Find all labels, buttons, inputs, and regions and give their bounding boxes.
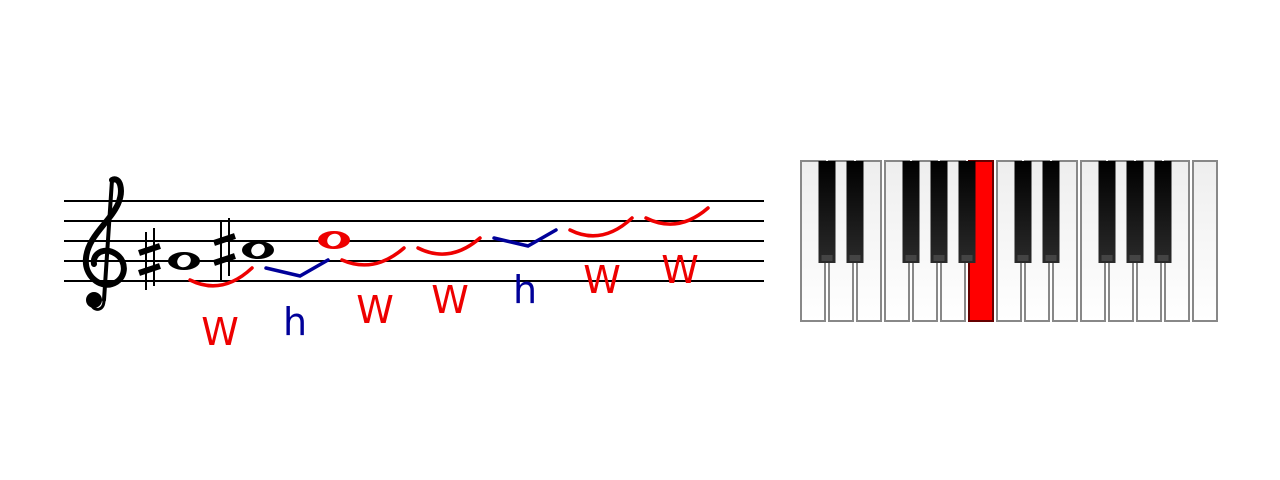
black-key-highlight (1045, 255, 1057, 261)
whole-step-arc (568, 216, 634, 238)
black-key (818, 161, 836, 263)
black-key (902, 161, 920, 263)
piano-keyboard (800, 160, 1218, 322)
black-key-highlight (1157, 255, 1169, 261)
interval-label: W (201, 310, 239, 354)
interval-label: W (431, 278, 469, 322)
black-key (930, 161, 948, 263)
black-key-highlight (1101, 255, 1113, 261)
black-key-highlight (821, 255, 833, 261)
half-step-marker (264, 258, 330, 278)
black-key-highlight (1129, 255, 1141, 261)
black-key (1014, 161, 1032, 263)
black-key-highlight (905, 255, 917, 261)
whole-note (242, 241, 274, 259)
interval-label: W (661, 248, 699, 292)
interval-label: W (583, 258, 621, 302)
black-key (958, 161, 976, 263)
sharp-icon (213, 218, 236, 280)
black-key-highlight (1017, 255, 1029, 261)
staff (64, 200, 764, 282)
black-key (1126, 161, 1144, 263)
half-step-marker (492, 228, 558, 248)
interval-label: h (283, 300, 307, 344)
treble-clef-icon (82, 176, 127, 311)
black-key-highlight (961, 255, 973, 261)
black-key (1154, 161, 1172, 263)
interval-arcs (188, 206, 710, 288)
white-key (1192, 160, 1218, 322)
whole-note (168, 252, 200, 270)
black-key (1098, 161, 1116, 263)
black-key (846, 161, 864, 263)
interval-labels: W h W W h W W (201, 248, 699, 354)
whole-note-highlighted (318, 231, 350, 249)
black-key-highlight (933, 255, 945, 261)
whole-step-arc (416, 236, 482, 256)
black-key-highlight (849, 255, 861, 261)
black-key (1042, 161, 1060, 263)
sharp-icon (138, 228, 161, 290)
whole-step-arc (340, 246, 406, 267)
interval-label: W (356, 288, 394, 332)
whole-step-arc (644, 206, 710, 226)
interval-label: h (513, 268, 537, 312)
whole-step-arc (188, 266, 254, 288)
